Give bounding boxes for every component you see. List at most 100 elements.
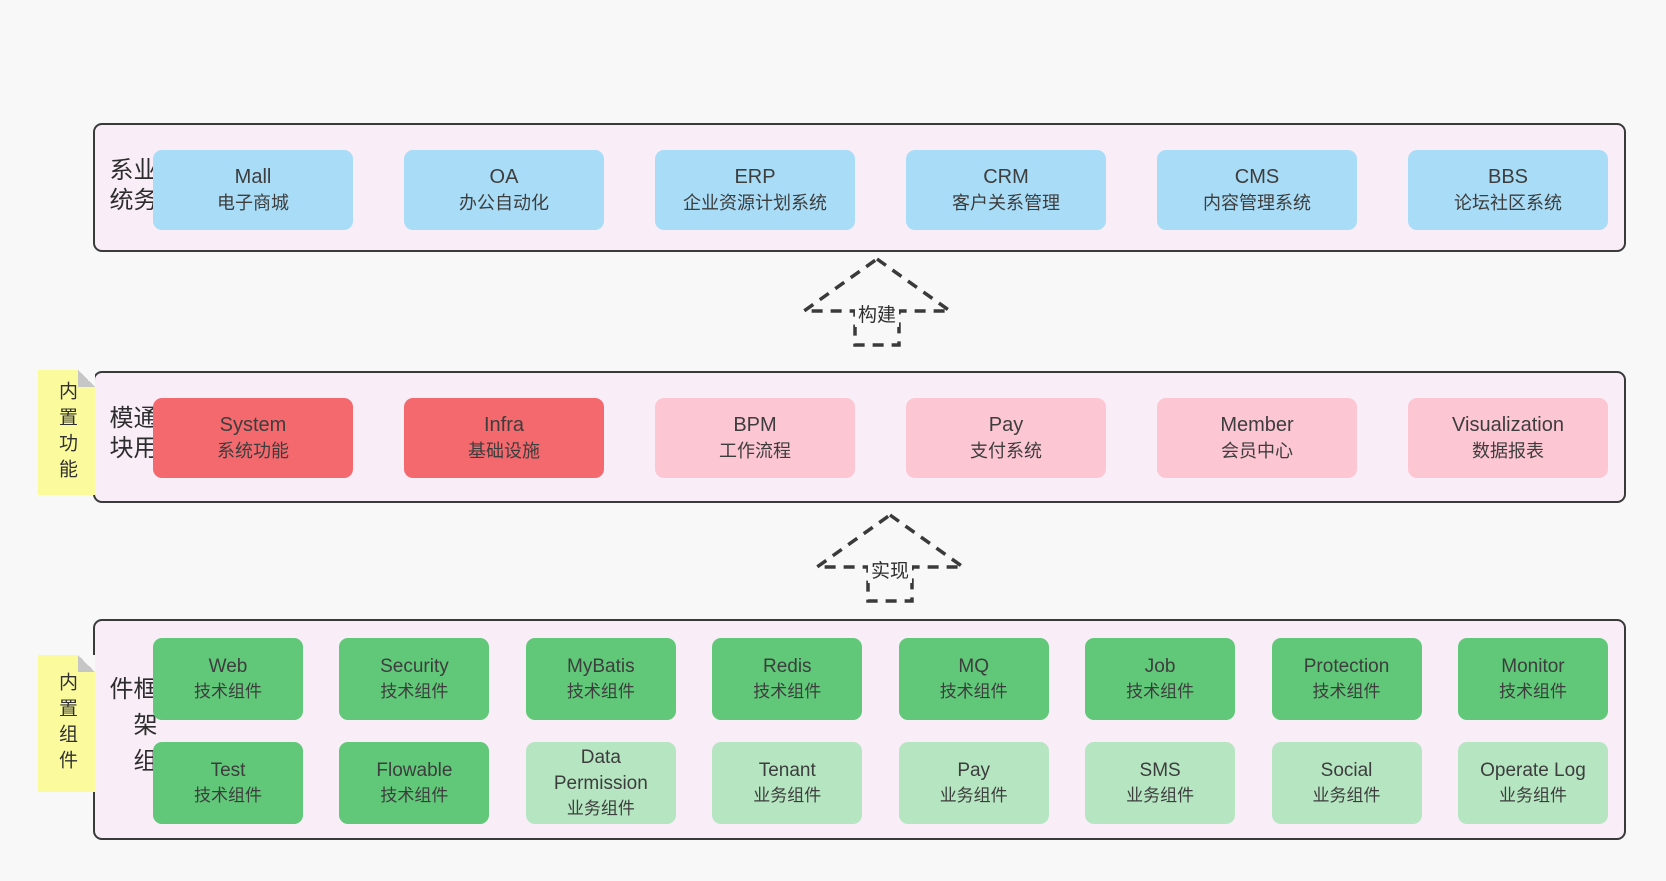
- box-subtitle: 技术组件: [939, 682, 1008, 702]
- box-subtitle: 电子商城: [217, 193, 289, 214]
- diagram-box-mybatis: MyBatis 技术组件: [525, 638, 676, 720]
- diagram-box-crm: CRM 客户关系管理: [906, 150, 1106, 230]
- band-common-modules: 通用模块 System 系统功能 Infra 基础设施 BPM 工作流程 Pay…: [93, 371, 1626, 503]
- business-systems-row: Mall 电子商城 OA 办公自动化 ERP 企业资源计划系统 CRM 客户关系…: [153, 150, 1608, 230]
- diagram-box-cms: CMS 内容管理系统: [1157, 150, 1357, 230]
- diagram-box-monitor: Monitor 技术组件: [1457, 638, 1608, 720]
- box-title: MQ: [958, 656, 989, 678]
- arrow-implement: 实现: [815, 512, 965, 604]
- box-subtitle: 技术组件: [1312, 682, 1381, 702]
- box-title: Social: [1320, 760, 1373, 782]
- diagram-box-pay-module: Pay 支付系统: [906, 398, 1106, 478]
- diagram-box-social: Social 业务组件: [1271, 742, 1422, 824]
- folded-corner-icon: [78, 655, 95, 672]
- box-title: Mall: [234, 165, 272, 188]
- box-subtitle: 工作流程: [719, 441, 791, 462]
- box-title: Monitor: [1501, 656, 1565, 678]
- band-label-business-systems: 业务系统: [105, 156, 156, 217]
- box-subtitle: 技术组件: [380, 786, 449, 806]
- box-subtitle: 业务组件: [939, 786, 1008, 806]
- band-framework-components: 框架组件 Web 技术组件 Security 技术组件 MyBatis 技术组件…: [93, 619, 1626, 840]
- sticky-note-built-in-features: 内置功能: [38, 370, 95, 495]
- sticky-note-text: 内置功能: [56, 380, 77, 485]
- box-title: Protection: [1303, 656, 1390, 678]
- diagram-box-protection: Protection 技术组件: [1271, 638, 1422, 720]
- box-title: CMS: [1234, 165, 1280, 188]
- box-subtitle: 技术组件: [380, 682, 449, 702]
- box-subtitle: 办公自动化: [459, 193, 549, 214]
- box-subtitle: 技术组件: [753, 682, 822, 702]
- box-subtitle: 会员中心: [1221, 441, 1293, 462]
- diagram-box-infra: Infra 基础设施: [404, 398, 604, 478]
- band-business-systems: 业务系统 Mall 电子商城 OA 办公自动化 ERP 企业资源计划系统 CRM…: [93, 123, 1626, 252]
- box-subtitle: 业务组件: [566, 799, 635, 819]
- diagram-box-operate-log: Operate Log 业务组件: [1457, 742, 1608, 824]
- diagram-box-member: Member 会员中心: [1157, 398, 1357, 478]
- box-title: Tenant: [758, 760, 816, 782]
- diagram-box-system: System 系统功能: [153, 398, 353, 478]
- box-subtitle: 技术组件: [194, 786, 262, 806]
- sticky-note-text: 内置组件: [56, 671, 77, 776]
- box-subtitle: 技术组件: [194, 682, 262, 702]
- box-title: Redis: [762, 656, 812, 678]
- framework-components-row-1: Web 技术组件 Security 技术组件 MyBatis 技术组件 Redi…: [153, 638, 1608, 720]
- box-title: Job: [1144, 656, 1176, 678]
- box-title: Visualization: [1452, 413, 1564, 436]
- diagram-box-bbs: BBS 论坛社区系统: [1408, 150, 1608, 230]
- box-title: BPM: [733, 413, 777, 436]
- box-title: MyBatis: [567, 656, 635, 678]
- box-title: BBS: [1487, 165, 1529, 188]
- box-title: Infra: [483, 413, 525, 436]
- arrow-implement-label: 实现: [867, 556, 913, 583]
- diagram-box-bpm: BPM 工作流程: [655, 398, 855, 478]
- diagram-box-visualization: Visualization 数据报表: [1408, 398, 1608, 478]
- diagram-box-pay-component: Pay 业务组件: [898, 742, 1049, 824]
- box-title: Data Permission: [553, 747, 648, 795]
- band-label-framework-components: 框架组件: [105, 675, 156, 784]
- box-subtitle: 业务组件: [753, 786, 822, 806]
- box-title: SMS: [1139, 760, 1181, 782]
- box-subtitle: 系统功能: [217, 441, 289, 462]
- dashed-up-arrow-icon: [802, 256, 952, 347]
- common-modules-row: System 系统功能 Infra 基础设施 BPM 工作流程 Pay 支付系统…: [153, 398, 1608, 478]
- sticky-note-built-in-components: 内置组件: [38, 655, 95, 792]
- box-subtitle: 论坛社区系统: [1454, 193, 1562, 214]
- box-title: Security: [380, 656, 449, 678]
- diagram-box-test: Test 技术组件: [153, 742, 303, 824]
- box-subtitle: 企业资源计划系统: [683, 193, 827, 214]
- framework-components-row-2: Test 技术组件 Flowable 技术组件 Data Permission …: [153, 742, 1608, 824]
- diagram-box-web: Web 技术组件: [153, 638, 303, 720]
- diagram-box-erp: ERP 企业资源计划系统: [655, 150, 855, 230]
- diagram-box-flowable: Flowable 技术组件: [339, 742, 490, 824]
- diagram-box-oa: OA 办公自动化: [404, 150, 604, 230]
- band-label-common-modules: 通用模块: [105, 405, 156, 465]
- box-title: OA: [489, 165, 519, 188]
- diagram-box-mq: MQ 技术组件: [898, 638, 1049, 720]
- box-title: CRM: [983, 165, 1029, 188]
- folded-corner-icon: [78, 370, 95, 387]
- diagram-box-security: Security 技术组件: [339, 638, 490, 720]
- box-subtitle: 支付系统: [970, 441, 1042, 462]
- box-title: Web: [208, 656, 248, 678]
- diagram-box-sms: SMS 业务组件: [1085, 742, 1236, 824]
- box-subtitle: 技术组件: [1126, 682, 1195, 702]
- box-title: Member: [1220, 413, 1294, 436]
- diagram-box-tenant: Tenant 业务组件: [712, 742, 863, 824]
- box-title: ERP: [734, 165, 776, 188]
- box-subtitle: 业务组件: [1312, 786, 1381, 806]
- arrow-build-label: 构建: [854, 300, 900, 327]
- box-title: Pay: [957, 760, 991, 782]
- box-title: Pay: [988, 413, 1024, 436]
- box-subtitle: 技术组件: [566, 682, 635, 702]
- diagram-box-job: Job 技术组件: [1085, 638, 1236, 720]
- box-subtitle: 数据报表: [1472, 441, 1544, 462]
- diagram-box-data-permission: Data Permission 业务组件: [525, 742, 676, 824]
- box-subtitle: 业务组件: [1498, 786, 1567, 806]
- diagram-box-redis: Redis 技术组件: [712, 638, 863, 720]
- box-title: Flowable: [376, 760, 453, 782]
- box-title: Test: [210, 760, 246, 782]
- box-subtitle: 基础设施: [468, 441, 540, 462]
- box-subtitle: 客户关系管理: [952, 193, 1060, 214]
- dashed-up-arrow-icon: [815, 512, 965, 603]
- box-title: Operate Log: [1480, 760, 1586, 782]
